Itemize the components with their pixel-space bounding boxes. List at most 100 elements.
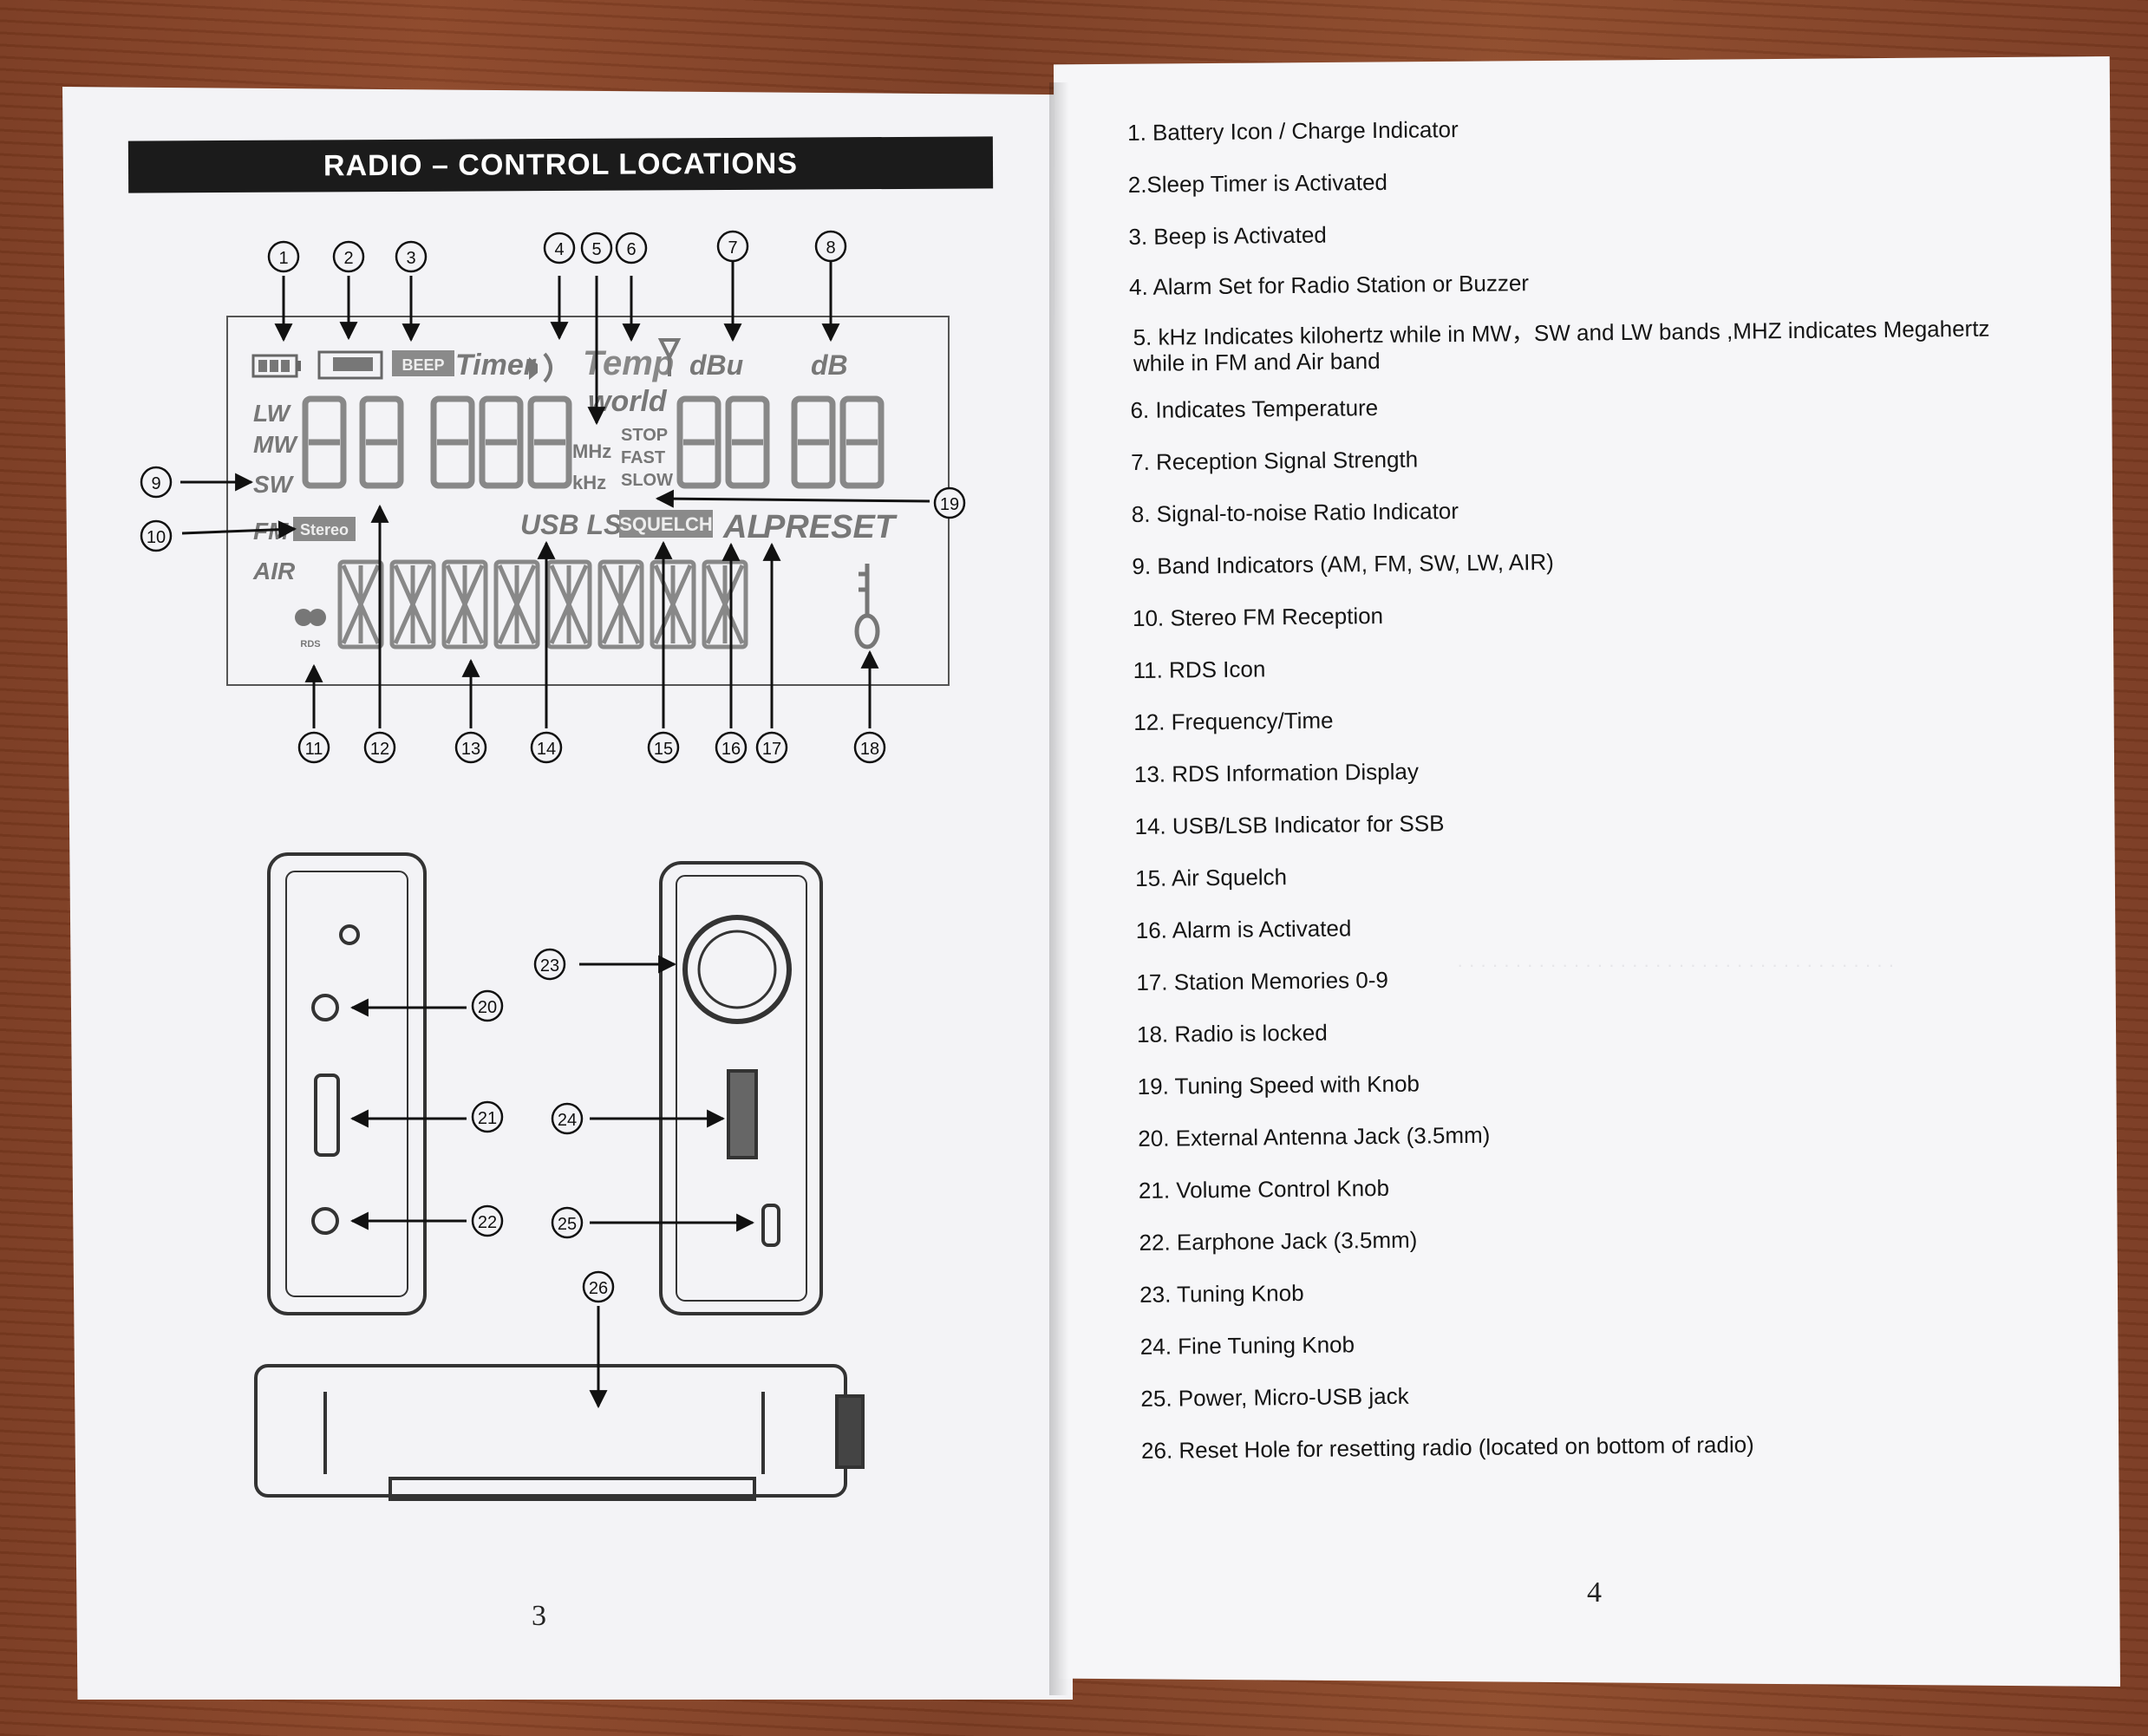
alarm-bell-icon — [529, 352, 552, 383]
rds-char — [597, 559, 644, 649]
rds-char — [545, 559, 592, 649]
callout-18: 18 — [853, 731, 886, 764]
list-item: 5. kHz Indicates kilohertz while in MW，S… — [1133, 315, 1990, 376]
mhz-label: MHz — [572, 441, 611, 462]
callout-11: 11 — [297, 731, 330, 764]
list-item: 20. External Antenna Jack (3.5mm) — [1138, 1121, 1491, 1152]
callout-8: 8 — [814, 230, 847, 263]
callout-14: 14 — [530, 731, 563, 764]
segment-digit — [359, 395, 404, 489]
antenna-signal-icon — [657, 338, 682, 376]
segment-digit — [791, 395, 836, 489]
callout-20: 20 — [471, 989, 504, 1022]
list-item: 23. Tuning Knob — [1139, 1279, 1304, 1308]
svg-text:2: 2 — [343, 249, 353, 268]
svg-text:19: 19 — [940, 495, 959, 514]
callout-12: 12 — [363, 731, 396, 764]
svg-text:12: 12 — [370, 740, 389, 759]
squelch-box — [619, 510, 713, 538]
segment-digit — [430, 395, 475, 489]
list-item: 3. Beep is Activated — [1128, 221, 1327, 250]
list-item: 15. Air Squelch — [1135, 864, 1288, 891]
list-item: 16. Alarm is Activated — [1135, 915, 1352, 943]
beep-box — [392, 350, 454, 376]
svg-text:22: 22 — [478, 1213, 497, 1232]
svg-text:RDS: RDS — [300, 639, 320, 649]
callout-24: 24 — [551, 1102, 584, 1135]
segment-digit — [302, 395, 347, 489]
svg-text:24: 24 — [558, 1111, 577, 1130]
list-item: 2.Sleep Timer is Activated — [1127, 168, 1388, 198]
frequency-digits — [302, 395, 885, 489]
radio-left-side-view — [267, 852, 427, 1315]
slow-label: SLOW — [621, 471, 673, 490]
band-air: AIR — [252, 558, 296, 584]
timer-label: Timer — [455, 349, 537, 382]
segment-digit — [479, 395, 524, 489]
callout-13: 13 — [454, 731, 487, 764]
rds-char — [493, 559, 540, 649]
rds-char — [337, 559, 384, 649]
list-item: 21. Volume Control Knob — [1138, 1174, 1390, 1204]
band-lw: LW — [253, 400, 292, 427]
callout-21: 21 — [471, 1100, 504, 1133]
fast-label: FAST — [621, 448, 665, 467]
db-label: dB — [811, 349, 848, 381]
list-item: 22. Earphone Jack (3.5mm) — [1139, 1226, 1418, 1256]
beep-label: BEEP — [402, 356, 444, 374]
rds-char — [650, 559, 696, 649]
temp-label: Temp — [583, 344, 674, 382]
left-page — [62, 87, 1073, 1700]
svg-text:16: 16 — [721, 740, 741, 759]
segment-digit — [725, 395, 770, 489]
svg-text:26: 26 — [589, 1279, 608, 1298]
callout-19: 19 — [933, 486, 966, 519]
band-sw: SW — [253, 471, 295, 498]
callout-17: 17 — [755, 731, 788, 764]
list-item: 7. Reception Signal Strength — [1130, 446, 1419, 475]
al-label: AL — [722, 509, 767, 545]
callout-arrows — [180, 262, 930, 728]
page-number-left: 3 — [532, 1600, 546, 1632]
khz-label: kHz — [572, 472, 606, 493]
svg-text:21: 21 — [478, 1109, 497, 1128]
svg-text:7: 7 — [728, 238, 737, 258]
stereo-box — [293, 517, 356, 541]
svg-text:1: 1 — [278, 249, 288, 268]
svg-text:25: 25 — [558, 1215, 577, 1234]
device-callout-arrows — [349, 955, 755, 1409]
list-item: 14. USB/LSB Indicator for SSB — [1134, 810, 1445, 839]
right-page — [1054, 56, 2120, 1687]
svg-text:8: 8 — [826, 238, 835, 258]
svg-text:23: 23 — [540, 956, 559, 976]
book-spine-shadow — [1049, 82, 1077, 1695]
rds-char — [441, 559, 488, 649]
svg-text:4: 4 — [554, 240, 564, 259]
world-label: world — [588, 385, 668, 418]
list-item: 8. Signal-to-noise Ratio Indicator — [1131, 498, 1459, 527]
bleed-through-text: · · · · · · · · · · · · · · · · · · · · … — [1457, 954, 1895, 976]
rds-char — [389, 559, 436, 649]
svg-text:20: 20 — [478, 998, 497, 1017]
svg-text:17: 17 — [762, 740, 781, 759]
callout-26: 26 — [582, 1270, 615, 1303]
svg-text:13: 13 — [461, 740, 480, 759]
dbu-label: dBu — [689, 349, 743, 381]
svg-text:9: 9 — [151, 474, 160, 493]
key-lock-icon — [854, 564, 880, 649]
segment-digit — [676, 395, 721, 489]
list-item: 11. RDS Icon — [1133, 656, 1266, 683]
list-item: 18. Radio is locked — [1136, 1019, 1328, 1047]
list-item: 25. Power, Micro-USB jack — [1140, 1382, 1409, 1412]
callout-5: 5 — [580, 232, 613, 264]
svg-text:11: 11 — [305, 740, 323, 759]
callout-22: 22 — [471, 1204, 504, 1237]
svg-text:6: 6 — [626, 240, 636, 259]
squelch-label: SQUELCH — [619, 513, 713, 535]
list-item: 13. RDS Information Display — [1133, 758, 1420, 787]
list-item: 24. Fine Tuning Knob — [1139, 1331, 1355, 1360]
callout-6: 6 — [615, 232, 648, 264]
callout-16: 16 — [715, 731, 748, 764]
page-number-right: 4 — [1587, 1576, 1602, 1609]
